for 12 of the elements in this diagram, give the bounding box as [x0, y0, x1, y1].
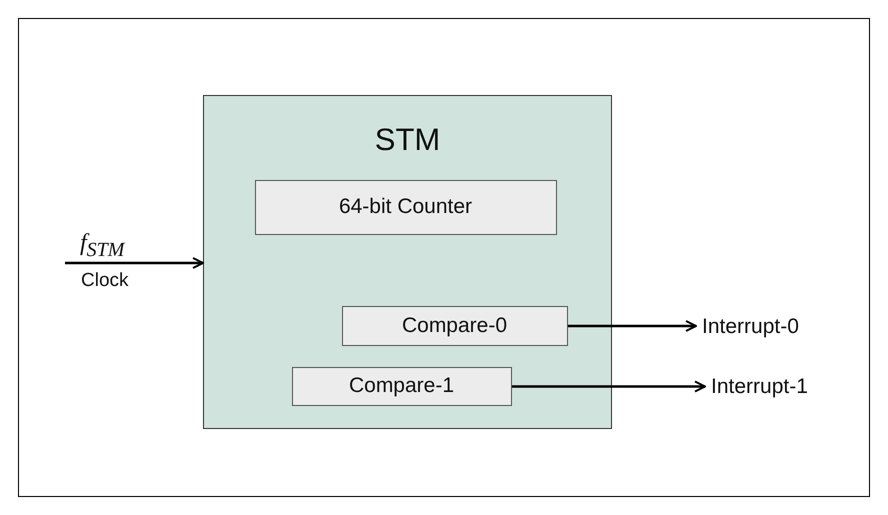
signal-label: Interrupt-0	[696, 312, 856, 342]
block-box	[203, 95, 612, 429]
arrow	[65, 257, 204, 269]
arrow	[568, 320, 697, 332]
signal-label: Interrupt-1	[705, 372, 865, 402]
signal-label: Clock	[81, 270, 129, 292]
register-box: Compare-1	[292, 366, 512, 406]
arrow	[512, 380, 706, 392]
register-box: 64-bit Counter	[254, 180, 556, 234]
block-title: STM	[374, 122, 440, 158]
edge-label: f$_{STM}$	[80, 230, 124, 262]
register-box: Compare-0	[342, 306, 568, 346]
